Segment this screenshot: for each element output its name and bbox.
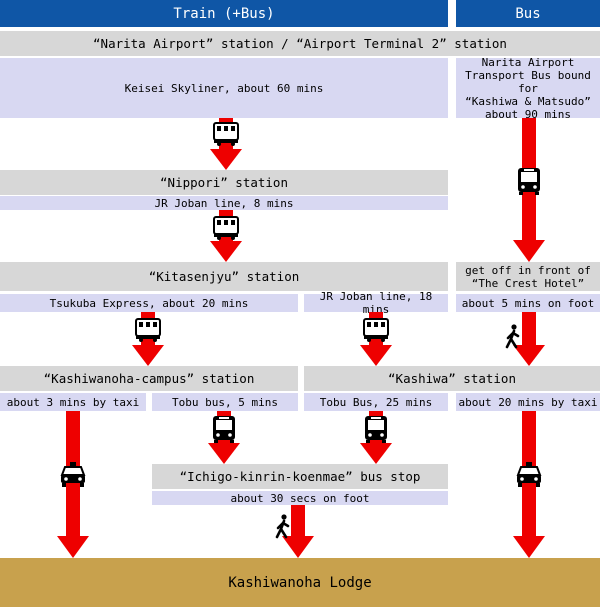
arrow-taxi-3: [57, 411, 89, 558]
train-icon: [213, 122, 239, 147]
crest-hotel-line2: “The Crest Hotel”: [471, 276, 585, 290]
station-kitasenjyu: “Kitasenjyu” station: [0, 262, 448, 291]
arrow-nippori-kitasenjyu: [210, 210, 242, 262]
route-narita-bus-line3: “Kashiwa & Matsudo”: [465, 94, 591, 108]
route-skyliner: Keisei Skyliner, about 60 mins: [0, 58, 448, 118]
arrow-narita-bus: [513, 118, 545, 262]
bus-icon: [213, 416, 235, 443]
route-taxi-20: about 20 mins by taxi: [456, 393, 600, 411]
station-crest-hotel: get off in front of “The Crest Hotel”: [456, 262, 600, 291]
route-tsukuba: Tsukuba Express, about 20 mins: [0, 294, 298, 312]
route-taxi-3: about 3 mins by taxi: [0, 393, 146, 411]
destination-lodge: Kashiwanoha Lodge: [0, 558, 600, 607]
route-joban-8: JR Joban line, 8 mins: [0, 196, 448, 210]
route-narita-bus-line4: about 90 mins: [484, 107, 572, 121]
bus-icon: [518, 168, 540, 195]
arrow-narita-nippori: [210, 118, 242, 170]
route-tobu-25: Tobu Bus, 25 mins: [304, 393, 448, 411]
walker-icon: [505, 323, 520, 349]
arrow-ichigo-lodge: [282, 505, 314, 558]
arrow-tsukuba: [132, 312, 164, 366]
header-bus: Bus: [456, 0, 600, 27]
station-kashiwa: “Kashiwa” station: [304, 366, 600, 391]
route-narita-bus-line2: Transport Bus bound for: [465, 68, 591, 95]
arrow-tobu-25: [360, 411, 392, 464]
arrow-tobu-5: [208, 411, 240, 464]
arrow-joban-18: [360, 312, 392, 366]
train-icon: [363, 318, 389, 343]
route-joban-18: JR Joban line, 18 mins: [304, 290, 448, 316]
taxi-icon: [60, 461, 86, 488]
train-icon: [213, 216, 239, 241]
bus-icon: [365, 416, 387, 443]
station-kashiwanoha-campus: “Kashiwanoha-campus” station: [0, 366, 298, 391]
train-icon: [135, 318, 161, 343]
route-foot-5: about 5 mins on foot: [456, 294, 600, 312]
station-narita: “Narita Airport” station / “Airport Term…: [0, 31, 600, 56]
station-nippori: “Nippori” station: [0, 170, 448, 195]
arrow-taxi-20: [513, 411, 545, 558]
header-train: Train (+Bus): [0, 0, 448, 27]
route-tobu-5: Tobu bus, 5 mins: [152, 393, 298, 411]
route-narita-bus-line1: Narita Airport: [481, 55, 575, 69]
walker-icon: [275, 513, 290, 539]
station-ichigo: “Ichigo-kinrin-koenmae” bus stop: [152, 464, 448, 489]
taxi-icon: [516, 461, 542, 488]
route-foot-30s: about 30 secs on foot: [152, 491, 448, 505]
route-narita-bus: Narita Airport Transport Bus bound for “…: [456, 55, 600, 121]
arrow-crest-kashiwa: [513, 312, 545, 366]
crest-hotel-line1: get off in front of: [465, 263, 591, 277]
